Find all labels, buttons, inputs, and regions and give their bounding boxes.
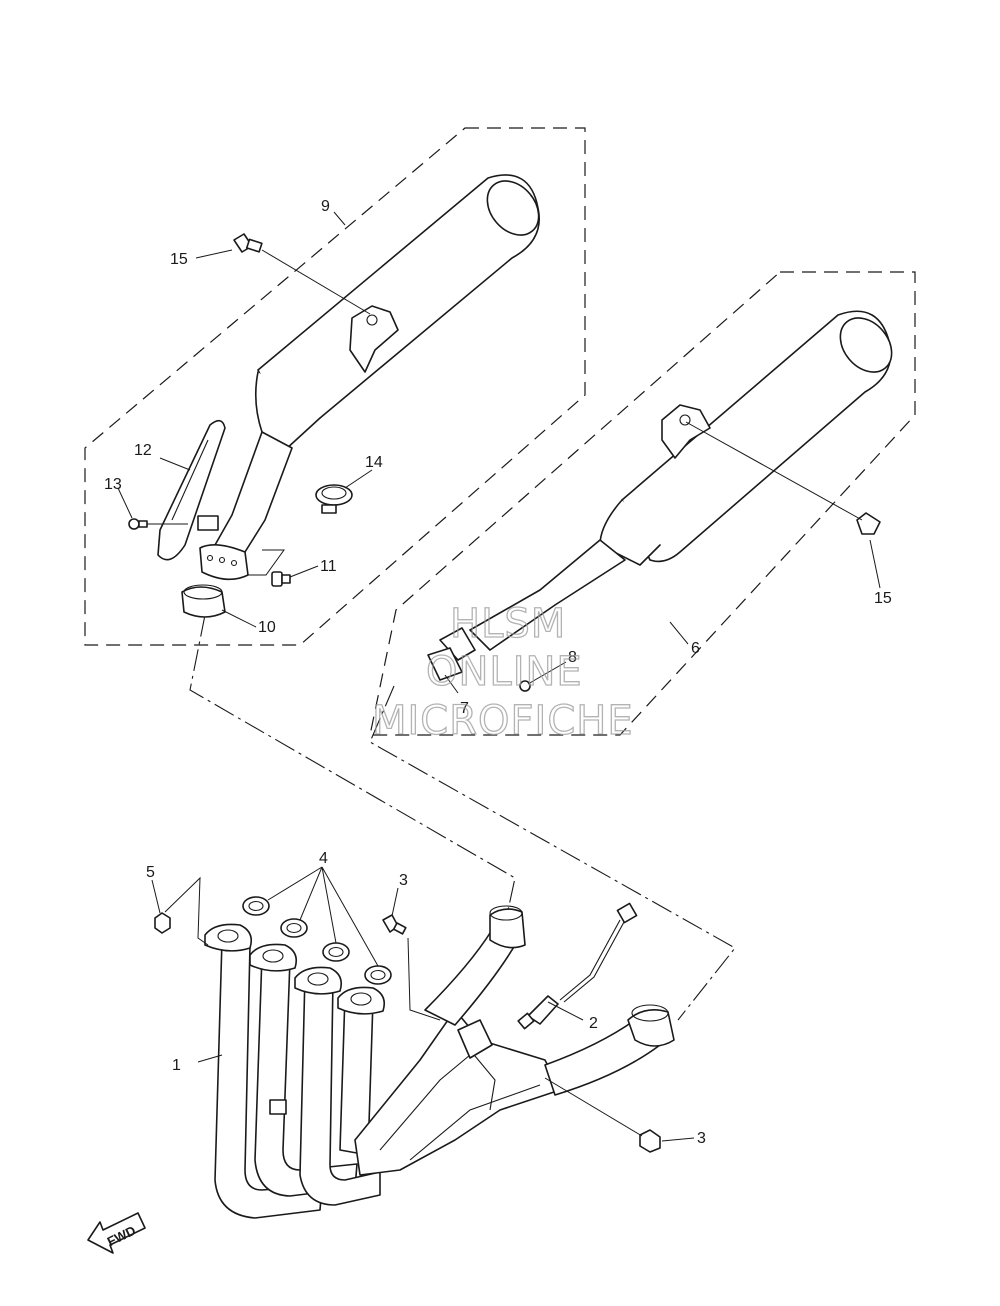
callout-11: 11: [320, 558, 337, 575]
bolt-13[interactable]: [128, 518, 148, 530]
callout-15-left: 15: [170, 251, 188, 268]
gasket-4-set[interactable]: [242, 896, 392, 985]
bolt-3-lower[interactable]: [639, 1129, 661, 1153]
bolt-8[interactable]: [519, 680, 531, 692]
callout-3-upper: 3: [399, 872, 408, 889]
bolt-15-left[interactable]: [233, 233, 263, 253]
callout-10: 10: [258, 619, 276, 636]
bolt-11[interactable]: [271, 571, 291, 587]
callout-15-right: 15: [874, 590, 892, 607]
gasket-7[interactable]: [427, 647, 463, 681]
heat-protector[interactable]: [157, 419, 226, 561]
callout-13: 13: [104, 476, 122, 493]
clamp-14[interactable]: [315, 484, 353, 514]
nut-5[interactable]: [154, 912, 171, 934]
callout-1: 1: [172, 1057, 181, 1074]
bolt-3-upper[interactable]: [382, 914, 407, 935]
left-muffler-hanger: [349, 305, 399, 373]
callout-9: 9: [321, 198, 330, 215]
forward-direction-arrow: FWD: [87, 1212, 146, 1254]
callout-5: 5: [146, 864, 155, 881]
callout-3-lower: 3: [697, 1130, 706, 1147]
callout-14: 14: [365, 454, 383, 471]
watermark-line-3: MICROFICHE: [372, 698, 634, 744]
left-muffler[interactable]: [199, 171, 549, 581]
right-muffler-hanger: [661, 404, 711, 459]
oxygen-sensor[interactable]: [517, 902, 638, 1030]
right-muffler[interactable]: [439, 308, 902, 661]
exhaust-pipe-assembly[interactable]: [204, 905, 675, 1219]
callout-2: 2: [589, 1015, 598, 1032]
assembly-line-left-muffler: [189, 614, 516, 916]
callout-4: 4: [319, 850, 328, 867]
watermark-line-2: ONLINE: [426, 649, 583, 695]
gasket-10[interactable]: [181, 584, 226, 618]
callout-6: 6: [691, 640, 700, 657]
assembly-line-right-muffler: [369, 685, 736, 1021]
right-muffler-group-boundary: [369, 271, 916, 736]
left-muffler-group-boundary: [84, 127, 586, 646]
watermark-line-1: HLSM: [450, 601, 566, 647]
callout-7: 7: [460, 700, 469, 717]
callout-12: 12: [134, 442, 152, 459]
watermark: HLSM ONLINE MICROFICHE: [371, 600, 634, 744]
bolt-15-right[interactable]: [856, 512, 881, 535]
callout-8: 8: [568, 649, 577, 666]
leader-lines: [117, 211, 881, 1142]
